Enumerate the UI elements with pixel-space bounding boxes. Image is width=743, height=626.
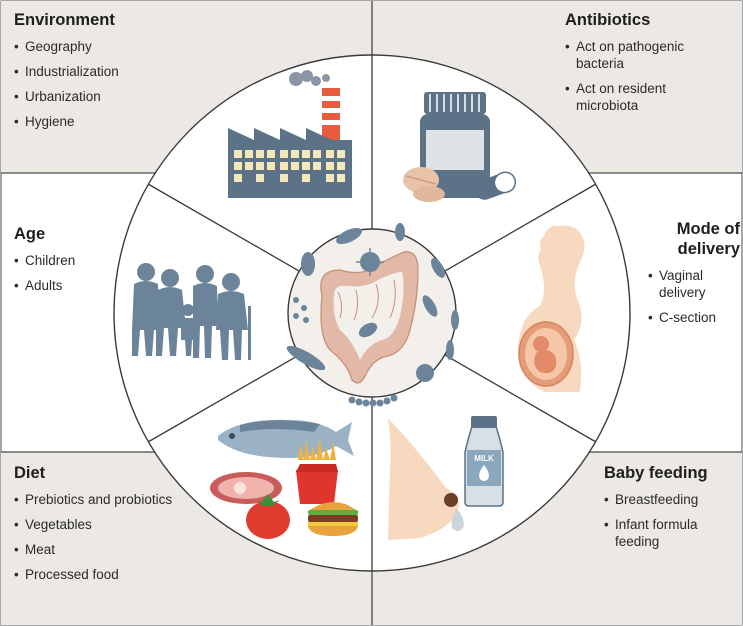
panel-title-age: Age [14, 225, 46, 243]
diet-item: Vegetables [14, 516, 174, 533]
age-item: Adults [14, 277, 124, 294]
panel-title-diet: Diet [14, 464, 46, 482]
environment-item: Industrialization [14, 63, 164, 80]
environment-item: Urbanization [14, 88, 164, 105]
mode-of-delivery-list: Vaginal delivery C-section [648, 267, 740, 326]
age-item: Children [14, 252, 124, 269]
age-list: Children Adults [14, 252, 124, 294]
panel-age: Age Children Adults [14, 224, 124, 302]
environment-item: Hygiene [14, 113, 164, 130]
environment-list: Geography Industrialization Urbanization… [14, 38, 164, 130]
baby-feeding-item: Breastfeeding [604, 491, 740, 508]
panel-title-antibiotics: Antibiotics [565, 11, 651, 29]
panel-mode-of-delivery: Mode of delivery Vaginal delivery C-sect… [648, 219, 740, 334]
gut-microbiota-icon [286, 223, 459, 407]
mode-of-delivery-item: C-section [648, 309, 740, 326]
environment-item: Geography [14, 38, 164, 55]
panel-title-baby-feeding: Baby feeding [604, 464, 708, 482]
diet-list: Prebiotics and probiotics Vegetables Mea… [14, 491, 174, 583]
diet-item: Processed food [14, 566, 174, 583]
panel-title-mode-of-delivery: Mode of delivery [676, 220, 740, 258]
family-silhouette-icon [132, 263, 251, 360]
panel-title-environment: Environment [14, 11, 115, 29]
antibiotics-item: Act on resident microbiota [565, 80, 725, 114]
panel-environment: Environment Geography Industrialization … [14, 10, 164, 138]
panel-diet: Diet Prebiotics and probiotics Vegetable… [14, 463, 174, 591]
baby-feeding-list: Breastfeeding Infant formula feeding [604, 491, 740, 550]
mode-of-delivery-item: Vaginal delivery [648, 267, 740, 301]
antibiotics-list: Act on pathogenic bacteria Act on reside… [565, 38, 725, 114]
milk-label: MILK [474, 454, 494, 463]
baby-feeding-item: Infant formula feeding [604, 516, 740, 550]
pregnant-woman-icon [518, 225, 585, 392]
antibiotics-item: Act on pathogenic bacteria [565, 38, 725, 72]
diet-item: Meat [14, 541, 174, 558]
panel-antibiotics: Antibiotics Act on pathogenic bacteria A… [565, 10, 725, 122]
pill-bottle-icon [403, 92, 517, 202]
factory-icon [228, 70, 352, 198]
breast-milk-icon: MILK [388, 416, 504, 540]
panel-baby-feeding: Baby feeding Breastfeeding Infant formul… [604, 463, 740, 558]
food-icon [210, 419, 358, 539]
diet-item: Prebiotics and probiotics [14, 491, 174, 508]
